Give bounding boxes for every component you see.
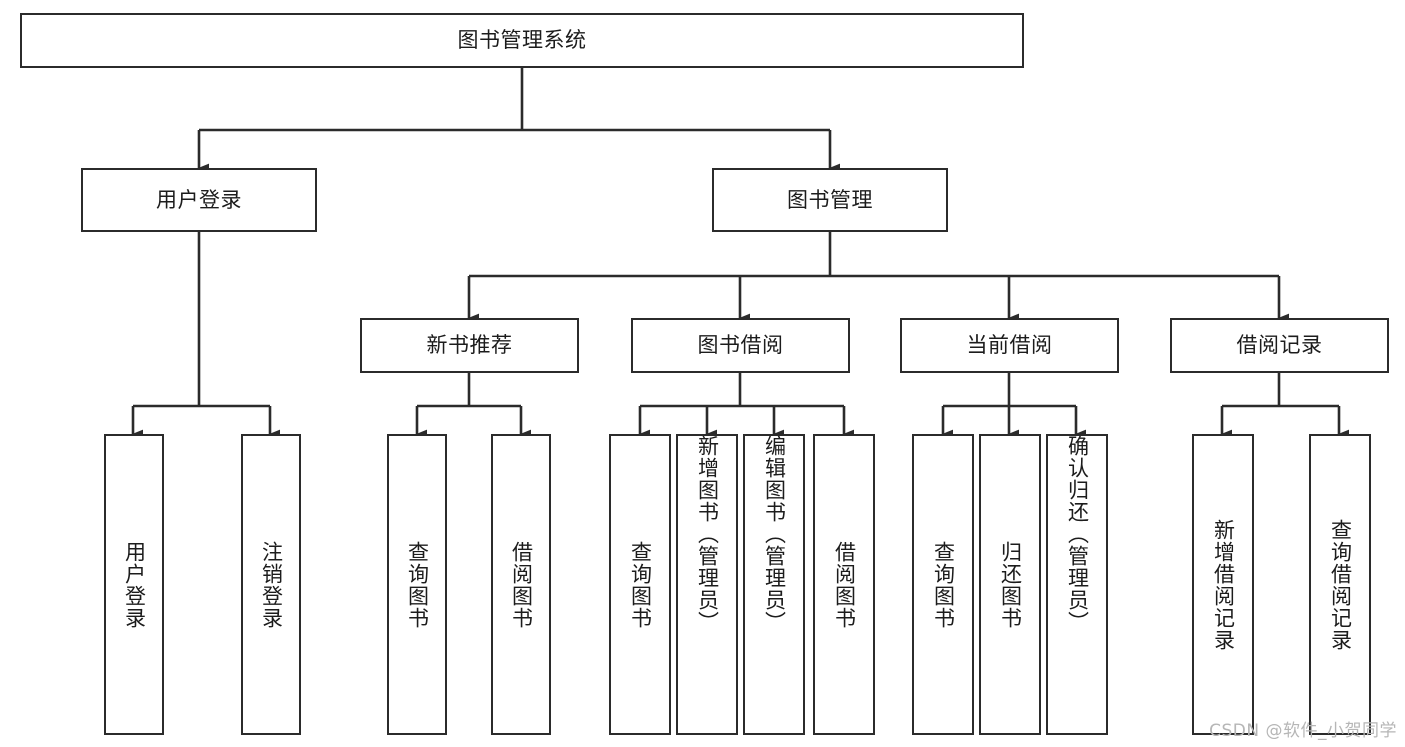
node-root[interactable]: 图书管理系统 xyxy=(20,13,1024,68)
leaf-borrow-book[interactable]: 借阅图书 xyxy=(813,434,875,735)
leaf-logout[interactable]: 注销登录 xyxy=(241,434,301,735)
node-book-borrow-label: 图书借阅 xyxy=(697,333,784,358)
leaf-confirm-return-admin-label: 确认归还（管理员） xyxy=(1065,435,1090,633)
leaf-borrow-book-label: 借阅图书 xyxy=(832,540,857,629)
leaf-user-login[interactable]: 用户登录 xyxy=(104,434,164,735)
node-root-label: 图书管理系统 xyxy=(457,28,587,53)
leaf-query-book-recommend[interactable]: 查询图书 xyxy=(387,434,447,735)
leaf-query-borrow-record[interactable]: 查询借阅记录 xyxy=(1309,434,1371,735)
leaf-query-book-label: 查询图书 xyxy=(628,540,653,629)
leaf-query-book[interactable]: 查询图书 xyxy=(609,434,671,735)
node-user-login[interactable]: 用户登录 xyxy=(81,168,317,232)
leaf-borrow-book-recommend-label: 借阅图书 xyxy=(509,540,534,629)
leaf-user-login-label: 用户登录 xyxy=(122,540,147,629)
csdn-watermark: CSDN @软件_小贺同学 xyxy=(1209,721,1397,741)
node-borrow-record-label: 借阅记录 xyxy=(1236,333,1323,358)
node-book-management[interactable]: 图书管理 xyxy=(712,168,948,232)
leaf-add-borrow-record[interactable]: 新增借阅记录 xyxy=(1192,434,1254,735)
leaf-return-book-label: 归还图书 xyxy=(998,540,1023,629)
leaf-add-book-admin-label: 新增图书（管理员） xyxy=(695,435,720,633)
leaf-add-borrow-record-label: 新增借阅记录 xyxy=(1211,518,1236,651)
leaf-query-book-current-label: 查询图书 xyxy=(931,540,956,629)
node-new-book-recommend[interactable]: 新书推荐 xyxy=(360,318,579,373)
leaf-confirm-return-admin[interactable]: 确认归还（管理员） xyxy=(1046,434,1108,735)
node-book-borrow[interactable]: 图书借阅 xyxy=(631,318,850,373)
leaf-query-book-recommend-label: 查询图书 xyxy=(405,540,430,629)
node-new-book-recommend-label: 新书推荐 xyxy=(426,333,513,358)
leaf-query-book-current[interactable]: 查询图书 xyxy=(912,434,974,735)
node-current-borrow-label: 当前借阅 xyxy=(966,333,1053,358)
leaf-logout-label: 注销登录 xyxy=(259,540,284,629)
node-borrow-record[interactable]: 借阅记录 xyxy=(1170,318,1389,373)
leaf-edit-book-admin-label: 编辑图书（管理员） xyxy=(762,435,787,633)
leaf-query-borrow-record-label: 查询借阅记录 xyxy=(1328,518,1353,651)
node-user-login-label: 用户登录 xyxy=(156,187,242,212)
node-current-borrow[interactable]: 当前借阅 xyxy=(900,318,1119,373)
leaf-borrow-book-recommend[interactable]: 借阅图书 xyxy=(491,434,551,735)
leaf-return-book[interactable]: 归还图书 xyxy=(979,434,1041,735)
node-book-management-label: 图书管理 xyxy=(787,187,873,212)
leaf-add-book-admin[interactable]: 新增图书（管理员） xyxy=(676,434,738,735)
leaf-edit-book-admin[interactable]: 编辑图书（管理员） xyxy=(743,434,805,735)
